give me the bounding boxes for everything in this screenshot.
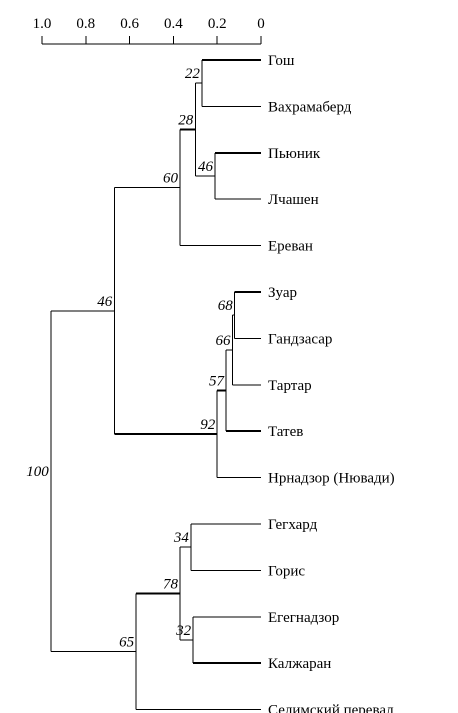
leaf-label-gandzasar: Гандзасар <box>268 331 332 347</box>
scale-tick-label: 0.2 <box>208 16 227 32</box>
scale-tick-label: 0 <box>257 16 265 32</box>
bootstrap-support-label: 78 <box>163 577 179 593</box>
leaf-label-gegkhard: Гегхард <box>268 517 318 533</box>
leaf-label-zuar: Зуар <box>268 285 297 301</box>
distance-scale: 1.0 0.8 0.6 0.4 0.2 0 <box>33 16 265 45</box>
leaf-label-egegnadzor: Егегнадзор <box>268 610 339 626</box>
leaf-label-nrnadzor: Нрнадзор (Нювади) <box>268 471 395 487</box>
leaf-label-gosh: Гош <box>268 53 295 69</box>
scale-tick-label: 0.6 <box>120 16 139 32</box>
leaf-label-erevan: Ереван <box>268 239 313 255</box>
leaf-label-kalzharan: Калжаран <box>268 656 331 672</box>
leaf-label-tatev: Татев <box>268 424 303 440</box>
scale-tick-label: 0.8 <box>76 16 95 32</box>
bootstrap-support-label: 22 <box>185 66 201 82</box>
scale-tick-label: 1.0 <box>33 16 52 32</box>
bootstrap-support-label: 66 <box>216 333 232 349</box>
bootstrap-support-label: 28 <box>178 113 194 129</box>
leaf-label-selim: Селимский перевал <box>268 703 394 713</box>
bootstrap-support-label: 68 <box>218 298 234 314</box>
support-values: 22 46 28 60 68 66 57 92 46 34 32 78 65 100 <box>26 66 233 650</box>
bootstrap-support-label: 92 <box>200 417 216 433</box>
bootstrap-support-label: 46 <box>198 159 214 175</box>
bootstrap-support-label: 57 <box>209 374 226 390</box>
bootstrap-support-label: 46 <box>97 294 113 310</box>
leaf-label-lchashen: Лчашен <box>268 192 319 208</box>
bootstrap-support-label: 34 <box>173 530 190 546</box>
bootstrap-support-label: 60 <box>163 171 179 187</box>
leaf-label-tartar: Тартар <box>268 378 312 394</box>
leaf-labels: ГошВахрамабердПьюникЛчашенЕреванЗуарГанд… <box>268 53 395 713</box>
bootstrap-support-label: 65 <box>119 635 135 651</box>
leaf-label-pyunik: Пьюник <box>268 146 321 162</box>
bootstrap-support-label: 32 <box>175 623 192 639</box>
scale-tick-label: 0.4 <box>164 16 183 32</box>
leaf-label-goris: Горис <box>268 563 305 579</box>
leaf-label-vakhramaberd: Вахрамаберд <box>268 99 352 115</box>
tree-branches <box>50 59 261 711</box>
bootstrap-support-label: 100 <box>26 464 49 480</box>
